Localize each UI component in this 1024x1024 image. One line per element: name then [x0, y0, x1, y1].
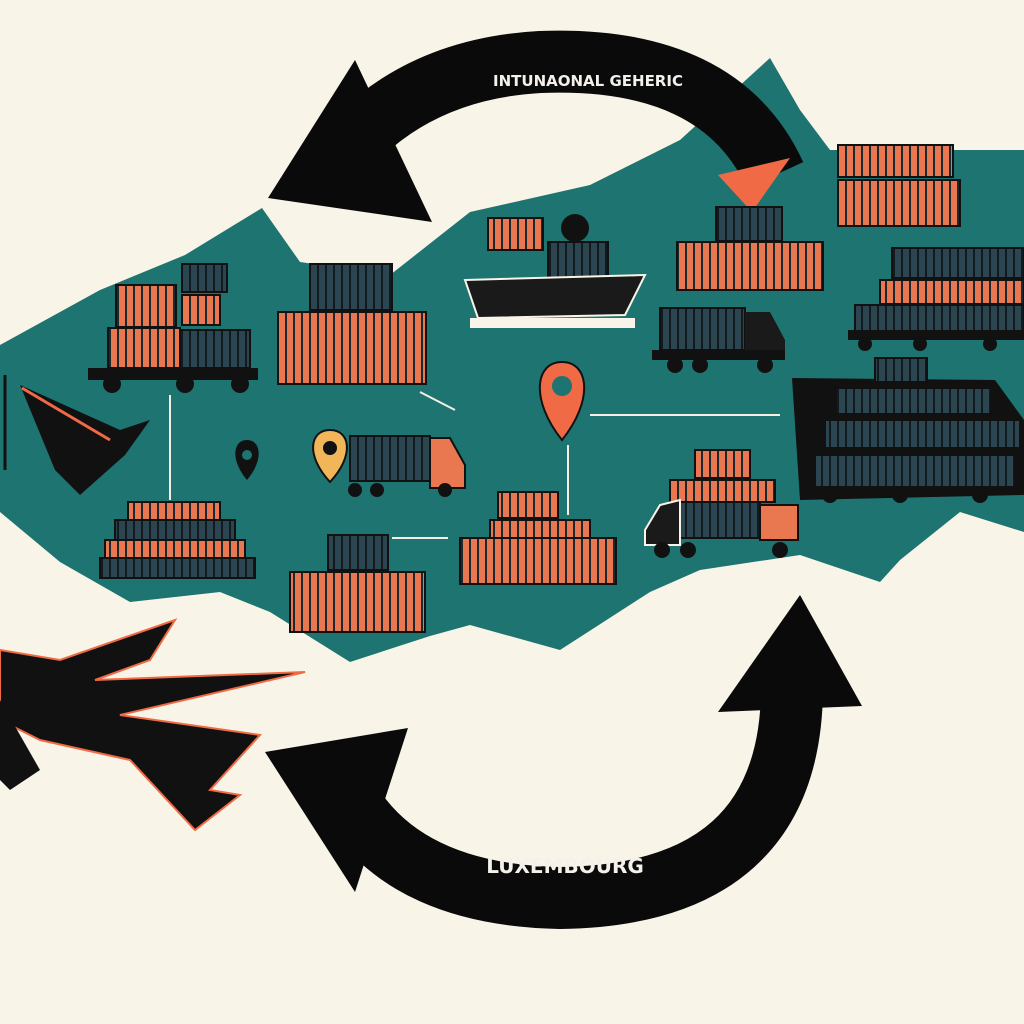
- bottom-arrow-label: LUXEMBOURG: [486, 854, 644, 878]
- truck-icon: [652, 307, 785, 373]
- cargo-ship-icon: [463, 214, 647, 328]
- top-arrow-label: INTUNAONAL GEHERIC: [493, 72, 683, 90]
- location-pin-icon: [538, 360, 586, 442]
- truck-icon: [644, 498, 799, 558]
- trailer-wheels: [822, 330, 1024, 503]
- truck-icon: [88, 368, 258, 393]
- airplane-icon: [0, 618, 306, 832]
- truck-icon: [348, 435, 466, 497]
- cycle-arrow-icon: LUXEMBOURG: [265, 595, 862, 930]
- route-lines: [169, 391, 780, 539]
- accent-arrow-icon: [718, 158, 790, 212]
- location-pin-icon: [312, 428, 348, 484]
- crane-icon: [3, 375, 150, 495]
- location-pin-icon: [235, 440, 259, 480]
- cargo-ship-icon: [792, 357, 1024, 500]
- cycle-arrow-icon: INTUNAONAL GEHERIC: [268, 30, 804, 222]
- container-icon: [99, 144, 1024, 633]
